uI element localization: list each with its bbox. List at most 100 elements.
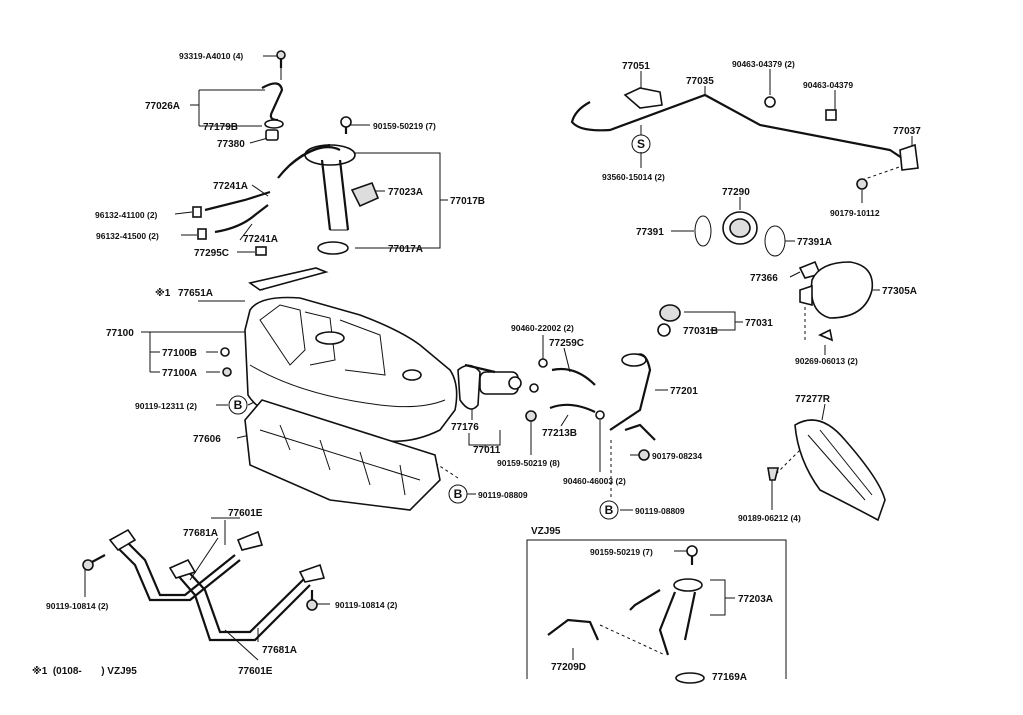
label-77241A-2: 77241A	[243, 234, 278, 245]
label-77241A-1: 77241A	[213, 181, 248, 192]
label-77681A-2: 77681A	[262, 645, 297, 656]
label-90179-10112: 90179-10112	[830, 208, 880, 218]
sender-gauge-77017B-shape	[277, 143, 356, 231]
hose-77259C-shape	[551, 367, 596, 386]
float-77023A-shape	[350, 181, 380, 208]
cable-77035-shape	[570, 93, 906, 161]
screw-90269-shape	[818, 328, 834, 342]
pipe-77209D-dash	[599, 624, 666, 656]
bolt-90119-10814-b-icon	[306, 590, 318, 611]
svg-text:B: B	[605, 503, 614, 517]
strap-77601E-rear-shape	[108, 528, 264, 602]
label-77203A: 77203A	[738, 594, 773, 605]
label-90119-08809-b: 90119-08809	[635, 506, 685, 516]
clamp-90463-04379-shape	[825, 109, 837, 121]
label-90269: 90269-06013 (2)	[795, 356, 858, 366]
label-77017A: 77017A	[388, 244, 423, 255]
gasket-77169A-shape	[675, 672, 705, 684]
bolt-93319-icon	[276, 50, 286, 68]
clamp-90463-04379-2-shape	[764, 96, 776, 108]
label-77277R: 77277R	[795, 394, 831, 405]
bolt-90119-10814-a-icon	[82, 554, 106, 571]
ring-77391A-shape	[764, 225, 786, 257]
label-77606: 77606	[193, 434, 221, 445]
tube-77176-shape	[457, 364, 481, 410]
label-77100B: 77100B	[162, 348, 197, 359]
part-labels: 93319-A4010 (4) 77026A 77179B 77380 9015…	[32, 51, 921, 683]
gasket-77017A-shape	[317, 241, 349, 255]
label-77290: 77290	[722, 187, 750, 198]
hose-77241A-lower-shape	[214, 204, 269, 234]
label-77031B: 77031B	[683, 326, 718, 337]
label-90119-10814-b: 90119-10814 (2)	[335, 600, 398, 610]
clip-90189-shape	[767, 467, 780, 481]
label-77213B: 77213B	[542, 428, 577, 439]
grommet-77179B-shape	[264, 119, 284, 129]
guard-77277R-shape	[794, 419, 886, 522]
hinge-bracket-shape	[799, 284, 813, 307]
circle-callouts: B B B S	[228, 134, 651, 520]
label-90159-7b: 90159-50219 (7)	[590, 547, 653, 557]
label-77366: 77366	[750, 273, 778, 284]
callout-b-left: B	[228, 395, 248, 415]
screw-90159-icon	[340, 116, 352, 134]
filler-cap-77031-shape	[657, 304, 681, 337]
label-77295C: 77295C	[194, 248, 229, 259]
leader-lines	[84, 55, 913, 661]
footnote-range: ※1 (0108- ) VZJ95	[32, 665, 137, 677]
label-77681A-1: 77681A	[183, 528, 218, 539]
label-90460-22002: 90460-22002 (2)	[511, 323, 574, 333]
label-90159-8: 90159-50219 (8)	[497, 458, 560, 468]
label-77100A: 77100A	[162, 368, 197, 379]
label-77601E-2: 77601E	[238, 666, 273, 677]
label-77380: 77380	[217, 139, 245, 150]
label-77391A: 77391A	[797, 237, 832, 248]
label-note1-mark: ※1	[155, 287, 171, 299]
label-77259C: 77259C	[549, 338, 584, 349]
label-77037: 77037	[893, 126, 921, 137]
clip-90460-22002b-shape	[529, 383, 539, 393]
label-90463: 90463-04379	[803, 80, 853, 90]
latch-77037-shape	[899, 143, 919, 171]
bolt-90179-08234-shape	[638, 449, 650, 461]
label-77391: 77391	[636, 227, 664, 238]
svg-text:S: S	[637, 137, 645, 151]
label-77023A: 77023A	[388, 187, 423, 198]
screw-90159-8-shape	[525, 410, 537, 422]
callout-s-cable: S	[631, 134, 651, 154]
callout-b-filler: B	[599, 500, 619, 520]
label-77601E-1: 77601E	[228, 508, 263, 519]
label-77031: 77031	[745, 318, 773, 329]
label-96132-41100: 96132-41100 (2)	[95, 210, 158, 220]
label-vzj95: VZJ95	[531, 526, 561, 537]
clip-90460-22002-shape	[538, 358, 548, 368]
label-96132-41500: 96132-41500 (2)	[96, 231, 159, 241]
label-77011: 77011	[473, 445, 501, 456]
label-90460-46003: 90460-46003 (2)	[563, 476, 626, 486]
label-90119-10814-a: 90119-10814 (2)	[46, 601, 109, 611]
label-90189: 90189-06212 (4)	[738, 513, 801, 523]
vent-bracket-77026A-shape	[261, 82, 284, 122]
ring-77391-shape	[694, 215, 712, 247]
hose-77241A-upper-shape	[204, 190, 271, 212]
label-93319: 93319-A4010 (4)	[179, 51, 243, 61]
screw-90159-7-b-icon	[686, 545, 698, 565]
part-shapes	[82, 50, 919, 684]
label-90159-7a: 90159-50219 (7)	[373, 121, 436, 131]
clamp-77295C-shape	[255, 246, 267, 256]
pipe-77209D-shape	[547, 618, 600, 641]
hose-77213B-shape	[549, 403, 596, 413]
gauge-77203A-shape	[629, 578, 703, 656]
label-77100: 77100	[106, 328, 134, 339]
strap-77601E-front-shape	[168, 558, 326, 642]
vzj95-inset-frame	[526, 539, 787, 679]
label-77035: 77035	[686, 76, 714, 87]
label-90119-08809-a: 90119-08809	[478, 490, 528, 500]
label-90179-08234: 90179-08234	[652, 451, 702, 461]
fuel-lid-77305A-shape	[810, 261, 874, 319]
label-90463-2: 90463-04379 (2)	[732, 59, 795, 69]
fuel-tank-77100-shape	[244, 296, 458, 443]
label-77201: 77201	[670, 386, 698, 397]
label-77305A: 77305A	[882, 286, 917, 297]
